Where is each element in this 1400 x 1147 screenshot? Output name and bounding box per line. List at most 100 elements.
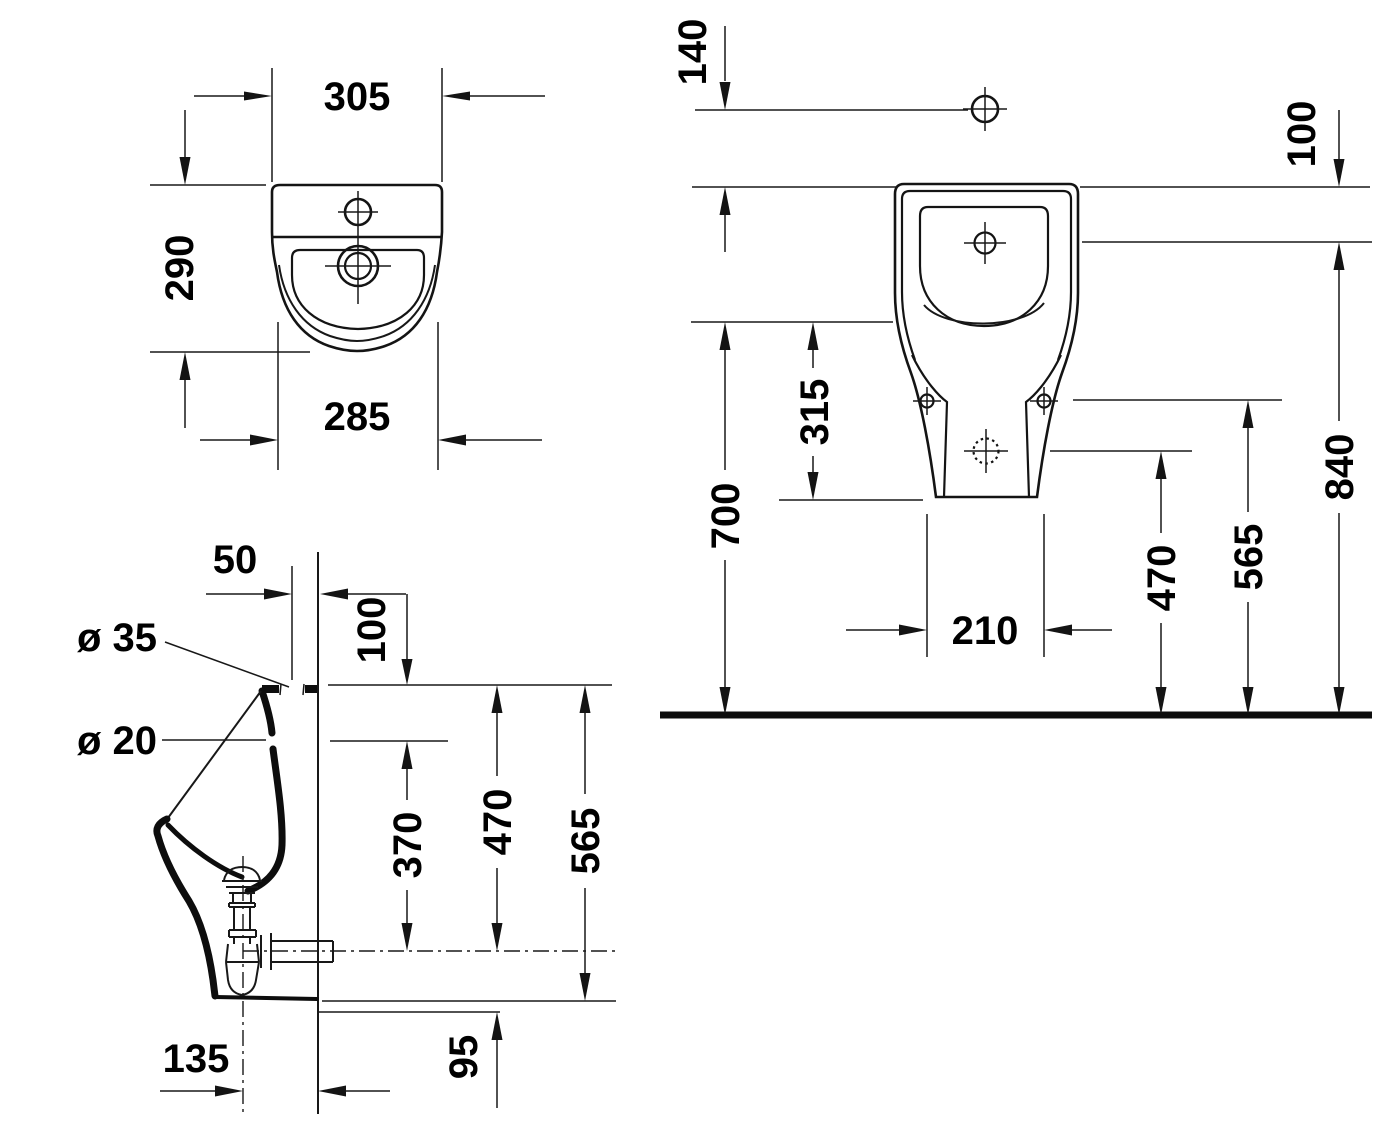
arrowhead bbox=[1333, 687, 1345, 715]
inlet-crosshair bbox=[964, 222, 1006, 264]
dim-label-700: 700 bbox=[704, 483, 748, 550]
ext-line bbox=[277, 322, 439, 470]
arrowhead bbox=[1242, 687, 1254, 715]
plan-dim-depth: 290 bbox=[150, 110, 310, 428]
arrowhead bbox=[1155, 687, 1167, 715]
front-ref-lines bbox=[691, 109, 1372, 501]
dim-label-290: 290 bbox=[158, 235, 202, 302]
hole-crosshair bbox=[963, 87, 1007, 131]
side-ref-lines bbox=[291, 566, 616, 1013]
dim-label-135: 135 bbox=[163, 1037, 230, 1081]
arrowhead bbox=[318, 1085, 346, 1097]
dim-label-o35: ø 35 bbox=[77, 616, 157, 660]
strainer-dome bbox=[223, 865, 261, 881]
dim-label-370: 370 bbox=[386, 812, 430, 879]
dim-label-95: 95 bbox=[442, 1035, 486, 1080]
arrowhead bbox=[438, 434, 466, 446]
dim-label-840: 840 bbox=[1318, 434, 1362, 501]
dim-label-565: 565 bbox=[564, 808, 608, 875]
plan-dim-width-top: 305 bbox=[194, 68, 545, 182]
skirt-curve-left bbox=[911, 354, 949, 498]
side-dim-470: 470 bbox=[476, 685, 520, 951]
arrowhead bbox=[1242, 400, 1254, 428]
arrowhead bbox=[719, 322, 731, 350]
arrowhead bbox=[442, 91, 470, 101]
tailpipe bbox=[233, 907, 251, 930]
dim-label-140: 140 bbox=[671, 19, 715, 86]
basin-back-wall-lower bbox=[244, 745, 286, 895]
drain-trap-assembly bbox=[222, 856, 616, 1112]
arrowhead bbox=[179, 352, 191, 380]
ext-line bbox=[926, 514, 1045, 657]
skirt-curve-right bbox=[1024, 354, 1062, 498]
side-dim-565: 565 bbox=[564, 685, 608, 1001]
dim-label-285: 285 bbox=[324, 395, 391, 439]
rim-inner-line bbox=[900, 189, 1073, 361]
dim-label-50: 50 bbox=[213, 538, 258, 582]
arrowhead bbox=[719, 187, 731, 215]
side-label-spreader-diameter: ø 20 bbox=[77, 719, 266, 763]
front-dim-565: 565 bbox=[1227, 400, 1271, 715]
arrowhead bbox=[491, 1012, 503, 1040]
arrowhead bbox=[1333, 159, 1345, 187]
front-inner-lip bbox=[165, 822, 245, 880]
plan-dim-width-bottom: 285 bbox=[200, 322, 542, 470]
basin-opening bbox=[918, 205, 1050, 328]
mount-hole-left-crosshair bbox=[913, 387, 941, 415]
front-dim-470: 470 bbox=[1140, 451, 1184, 715]
front-top-edge bbox=[164, 690, 262, 823]
arrowhead bbox=[719, 687, 731, 715]
mount-hole-right-crosshair bbox=[1030, 387, 1058, 415]
arrowhead bbox=[899, 624, 927, 636]
leader-line bbox=[164, 641, 290, 688]
arrowhead bbox=[250, 434, 278, 446]
bowl-shadow-arc bbox=[923, 302, 1045, 325]
side-dim-95: 95 bbox=[442, 1012, 503, 1108]
side-dim-100: 100 bbox=[350, 594, 413, 685]
dim-label-470: 470 bbox=[1140, 545, 1184, 612]
arrowhead bbox=[579, 973, 591, 1001]
basin-opening bbox=[290, 248, 426, 331]
plan-urinal-outline bbox=[270, 183, 444, 353]
rim-inner-edge bbox=[278, 264, 436, 343]
front-dim-840: 840 bbox=[1318, 242, 1362, 715]
front-outer-wall bbox=[153, 815, 219, 1000]
arrowhead bbox=[1044, 624, 1072, 636]
arrowhead bbox=[401, 659, 413, 685]
front-dim-210: 210 bbox=[846, 514, 1112, 657]
side-label-spout-diameter: ø 35 bbox=[77, 616, 290, 688]
basin-back-wall bbox=[258, 687, 276, 737]
side-dim-370: 370 bbox=[386, 741, 430, 951]
front-dim-100: 100 bbox=[1280, 101, 1345, 187]
dim-label-315: 315 bbox=[793, 379, 837, 446]
dim-label-100: 100 bbox=[350, 597, 394, 664]
outline-path bbox=[270, 183, 444, 353]
arrowhead bbox=[1155, 451, 1167, 479]
front-dim-315: 315 bbox=[793, 322, 837, 500]
outlet-flange bbox=[260, 933, 272, 970]
front-dim-700: 700 bbox=[704, 322, 748, 715]
front-dim-140: 140 bbox=[671, 19, 731, 252]
arrowhead bbox=[719, 82, 731, 110]
side-urinal-section bbox=[153, 683, 319, 1001]
arrowhead bbox=[215, 1085, 243, 1097]
arrowhead bbox=[264, 588, 292, 600]
arrowhead bbox=[244, 91, 272, 101]
dim-label-210: 210 bbox=[952, 609, 1019, 653]
arrowhead bbox=[579, 685, 591, 713]
arrowhead bbox=[179, 157, 191, 185]
dim-label-100: 100 bbox=[1280, 101, 1324, 168]
arrowhead bbox=[320, 588, 348, 600]
dim-label-565: 565 bbox=[1227, 524, 1271, 591]
arrowhead bbox=[807, 472, 819, 500]
arrowhead bbox=[491, 923, 503, 951]
dim-label-470: 470 bbox=[476, 789, 520, 856]
arrowhead bbox=[401, 923, 413, 951]
ref-line bbox=[150, 184, 310, 353]
arrowhead bbox=[807, 322, 819, 350]
outlet-crosshair bbox=[964, 429, 1008, 473]
side-dim-wall-offset: 50 bbox=[206, 538, 406, 600]
top-mount-hole bbox=[963, 87, 1007, 131]
spout-hole-ticks bbox=[279, 683, 305, 696]
